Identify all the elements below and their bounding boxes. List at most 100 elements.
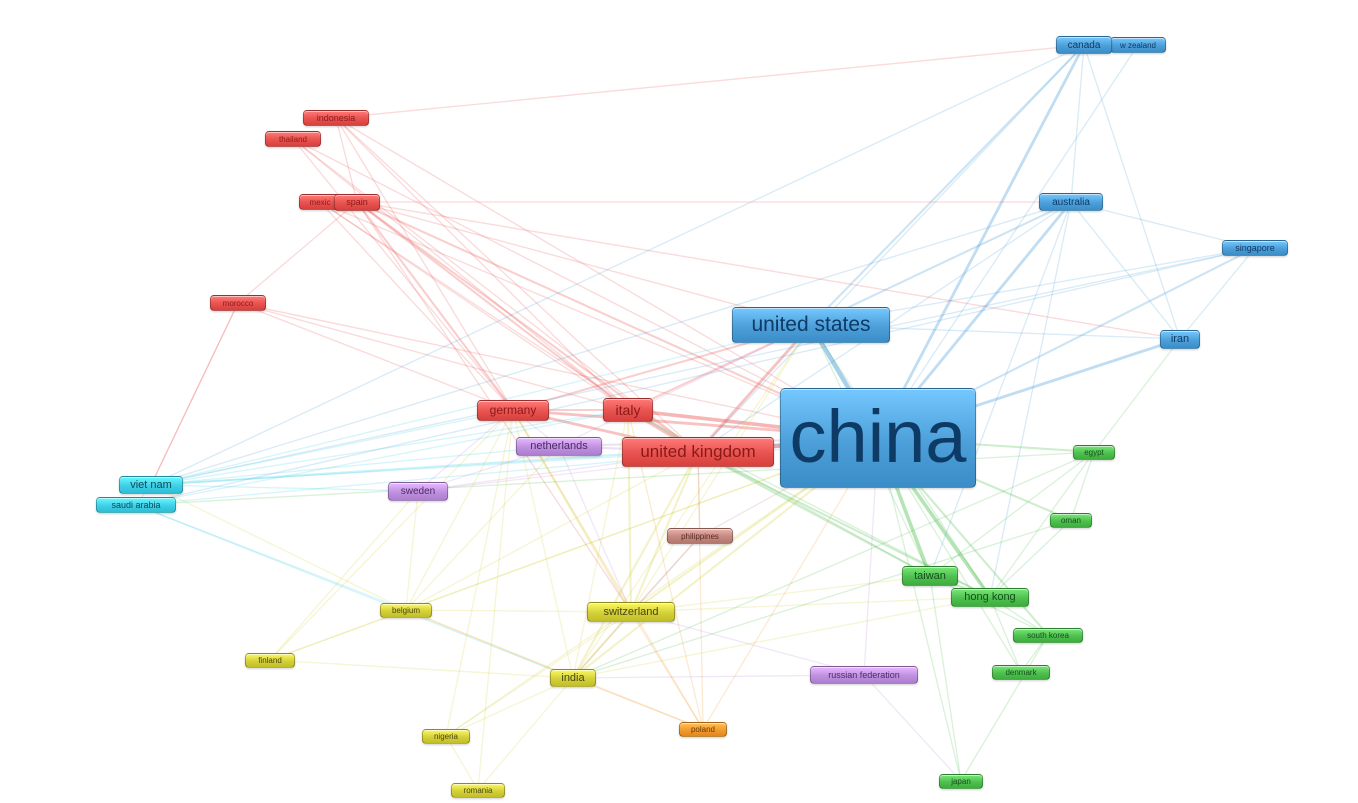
node-egypt[interactable]: egypt [1073, 444, 1115, 460]
node-united-states[interactable]: united states [732, 307, 890, 343]
link-egypt-iran [1093, 338, 1181, 453]
node-singapore[interactable]: singapore [1222, 240, 1288, 256]
link-viet-nam-sweden [150, 484, 419, 492]
node-spain[interactable]: spain [334, 193, 380, 211]
node-denmark[interactable]: denmark [992, 664, 1050, 680]
link-italy-mexico [319, 201, 629, 411]
node-saudi-arabia[interactable]: saudi arabia [96, 497, 176, 513]
link-united-kingdom-poland [697, 451, 704, 730]
link-united-states-netherlands [558, 324, 812, 447]
node-morocco[interactable]: morocco [210, 295, 266, 311]
link-switzerland-poland [630, 611, 704, 730]
link-viet-nam-morocco [150, 302, 239, 486]
node-label: romania [463, 785, 493, 795]
node-label: thailand [278, 134, 308, 144]
link-netherlands-belgium [405, 445, 560, 611]
node-romania[interactable]: romania [451, 782, 505, 798]
node-label: spain [346, 197, 368, 207]
node-finland[interactable]: finland [245, 652, 295, 668]
link-italy-thailand [292, 138, 629, 411]
link-viet-nam-netherlands [150, 445, 560, 486]
node-label: germany [489, 403, 537, 417]
link-sweden-finland [269, 490, 419, 661]
node-label: w zealand [1119, 40, 1157, 50]
node-label: switzerland [603, 606, 659, 618]
node-germany[interactable]: germany [477, 399, 549, 421]
link-saudi-arabia-india [135, 504, 574, 679]
link-germany-morocco [237, 302, 514, 411]
node-india[interactable]: india [550, 669, 596, 687]
node-netherlands[interactable]: netherlands [516, 436, 602, 456]
link-china-thailand [292, 138, 879, 439]
node-label: australia [1052, 196, 1090, 208]
link-japan-south-korea [960, 634, 1049, 782]
node-label: italy [615, 402, 641, 418]
node-label: denmark [1005, 667, 1037, 677]
link-switzerland-india [571, 610, 633, 680]
node-united-kingdom[interactable]: united kingdom [622, 437, 774, 467]
node-belgium[interactable]: belgium [380, 602, 432, 618]
link-spain-iran [356, 201, 1181, 340]
node-japan[interactable]: japan [939, 773, 983, 789]
node-oman[interactable]: oman [1050, 512, 1092, 528]
link-india-nigeria [445, 677, 574, 737]
link-russian-federation-switzerland [630, 611, 865, 676]
node-label: finland [258, 655, 282, 665]
link-hong-kong-denmark [989, 596, 1022, 673]
link-italy-india [572, 409, 629, 679]
node-label: india [561, 672, 585, 684]
node-label: russian federation [828, 670, 900, 680]
link-australia-hong-kong [989, 201, 1072, 598]
node-label: japan [951, 776, 971, 786]
node-label: morocco [222, 298, 254, 308]
node-taiwan[interactable]: taiwan [902, 566, 958, 586]
node-australia[interactable]: australia [1039, 193, 1103, 211]
link-canada-viet-nam [150, 44, 1085, 486]
node-canada[interactable]: canada [1056, 36, 1112, 54]
node-philippines[interactable]: philippines [667, 528, 733, 544]
node-hong-kong[interactable]: hong kong [951, 587, 1029, 607]
node-thailand[interactable]: thailand [265, 131, 321, 147]
node-nigeria[interactable]: nigeria [422, 728, 470, 744]
node-poland[interactable]: poland [679, 721, 727, 737]
link-australia-viet-nam [150, 201, 1072, 486]
node-italy[interactable]: italy [603, 398, 653, 422]
node-label: oman [1060, 515, 1081, 525]
node-label: united kingdom [640, 442, 756, 461]
node-switzerland[interactable]: switzerland [587, 602, 675, 622]
link-hong-kong-egypt [989, 451, 1095, 598]
link-switzerland-taiwan [630, 575, 931, 613]
link-morocco-viet-nam [150, 302, 239, 486]
link-germany-mexico [319, 201, 514, 411]
node-new-zealand[interactable]: w zealand [1110, 37, 1166, 53]
link-singapore-iran [1179, 247, 1256, 340]
link-italy-indonesia [335, 117, 629, 411]
node-label: canada [1067, 39, 1101, 51]
link-germany-nigeria [445, 409, 514, 737]
link-canada-iran [1083, 44, 1181, 340]
link-germany-belgium [405, 409, 514, 611]
link-singapore-viet-nam [150, 247, 1256, 486]
link-united-kingdom-viet-nam [150, 451, 699, 486]
node-iran[interactable]: iran [1160, 329, 1200, 349]
link-taiwan-egypt [929, 451, 1095, 577]
node-russian-federation[interactable]: russian federation [810, 666, 918, 684]
link-india-romania [477, 677, 574, 791]
link-viet-nam-germany [150, 409, 514, 486]
link-egypt-oman [1070, 451, 1095, 521]
node-china[interactable]: china [780, 388, 976, 488]
node-viet-nam[interactable]: viet nam [119, 476, 183, 494]
link-united-kingdom-indonesia [335, 117, 699, 453]
link-germany-romania [477, 409, 514, 791]
node-indonesia[interactable]: indonesia [303, 110, 369, 126]
link-germany-spain [355, 200, 515, 412]
link-switzerland-nigeria [445, 611, 632, 737]
link-china-indonesia [335, 117, 879, 439]
node-label: egypt [1084, 447, 1104, 457]
link-australia-iran [1070, 201, 1181, 340]
link-india-oman [572, 519, 1072, 679]
node-sweden[interactable]: sweden [388, 481, 448, 501]
node-label: china [789, 394, 967, 478]
node-south-korea[interactable]: south korea [1013, 627, 1083, 643]
link-germany-poland [512, 409, 704, 730]
